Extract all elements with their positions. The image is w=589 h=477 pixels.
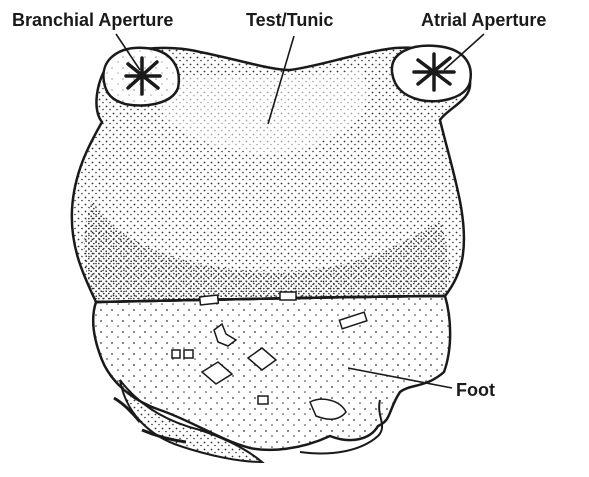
label-test-tunic: Test/Tunic xyxy=(246,10,333,31)
atrial-siphon xyxy=(392,46,471,101)
branchial-siphon xyxy=(103,48,178,106)
label-atrial-aperture: Atrial Aperture xyxy=(421,10,546,31)
label-foot: Foot xyxy=(456,380,495,401)
label-branchial-aperture: Branchial Aperture xyxy=(12,10,173,31)
